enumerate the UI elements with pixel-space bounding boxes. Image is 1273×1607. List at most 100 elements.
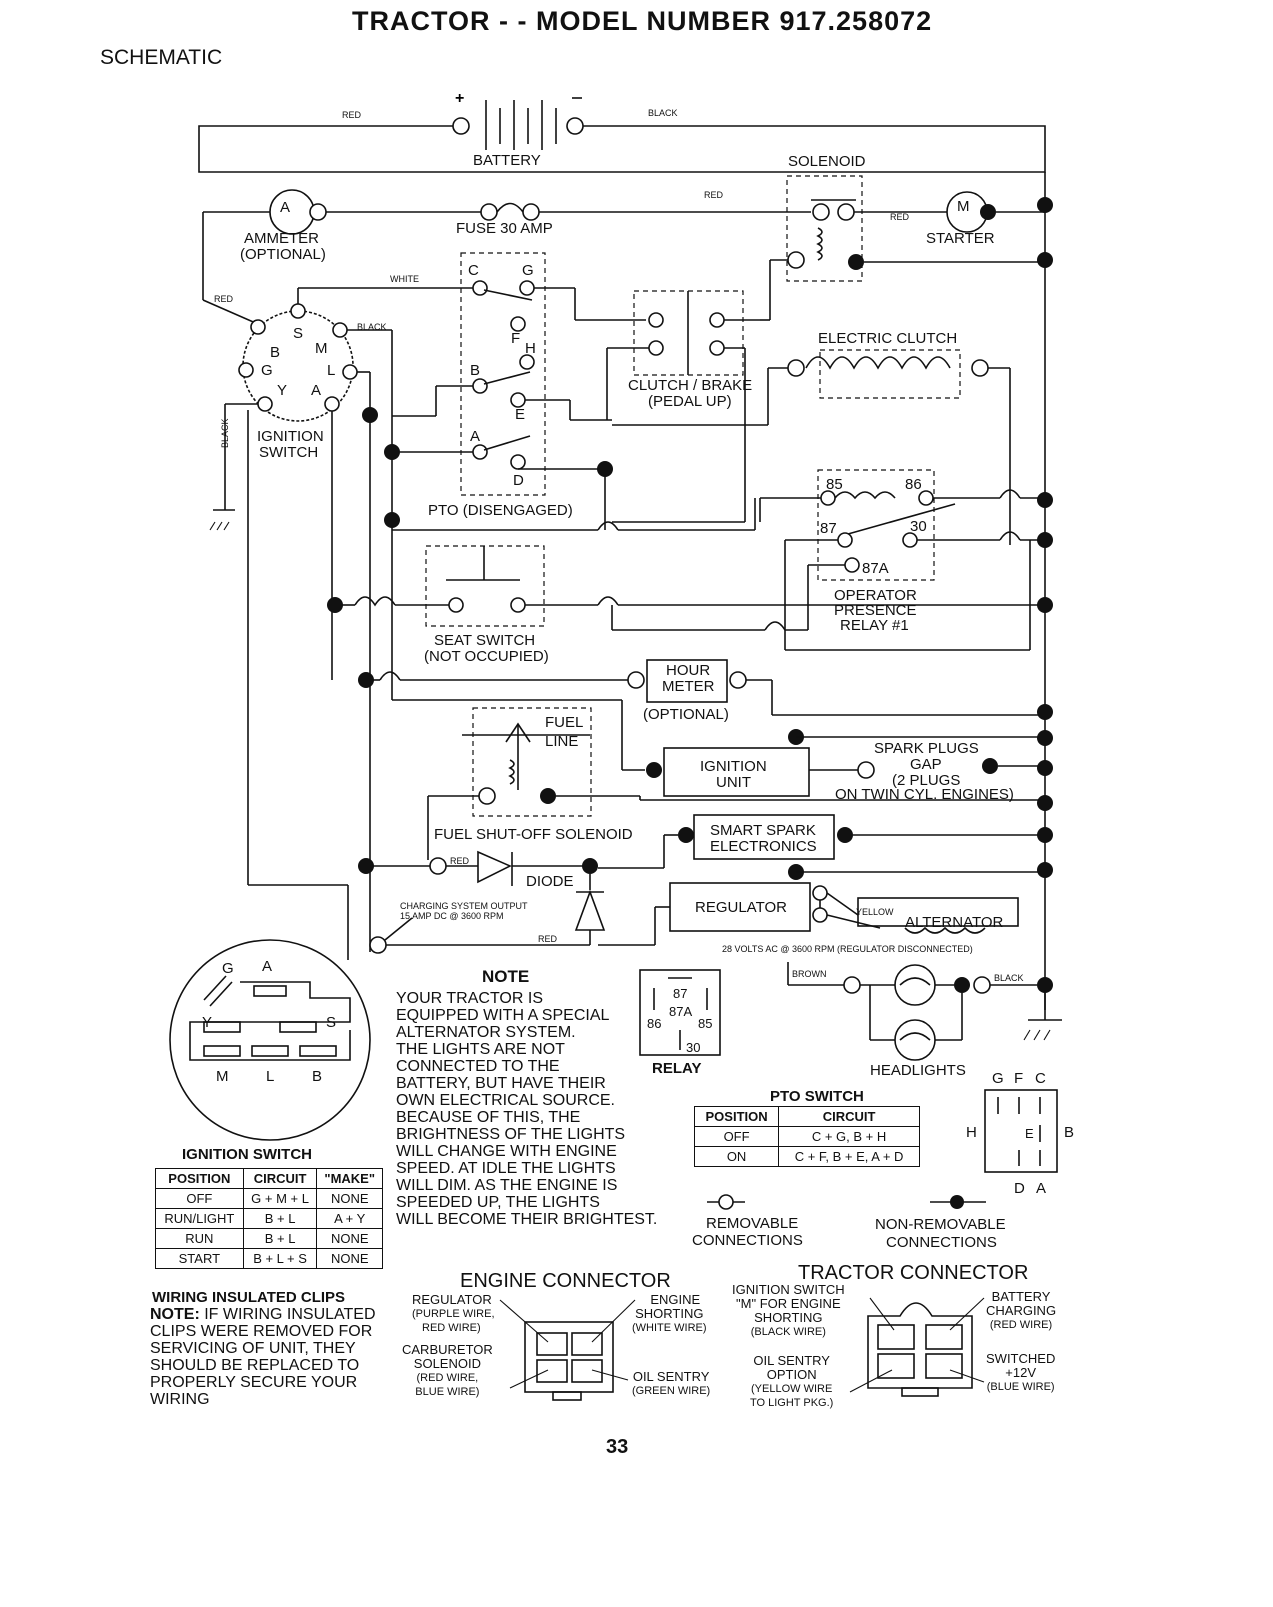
wire-label: RED: [214, 294, 234, 304]
regulator-label: REGULATOR: [695, 899, 787, 916]
pto-term-b: B: [470, 362, 481, 379]
table-cell: RUN: [155, 1228, 244, 1249]
table-cell: C + F, B + E, A + D: [778, 1146, 920, 1167]
tractor-oil-label: OIL SENTRY OPTION (YELLOW WIRE TO LIGHT …: [750, 1354, 833, 1410]
ignition-switch-face: [169, 939, 371, 1141]
op-relay-label: OPERATOR: [834, 587, 917, 604]
page-number: 33: [606, 1436, 629, 1458]
note-line: BRIGHTNESS OF THE LIGHTS: [396, 1126, 626, 1143]
engine-shorting-line: SHORTING: [635, 1306, 704, 1321]
removable-label: REMOVABLE: [706, 1215, 799, 1232]
ign-term-a: A: [311, 382, 322, 399]
page-title: TRACTOR - - MODEL NUMBER 917.258072: [352, 6, 933, 36]
tractor-oil-line: (YELLOW WIRE: [751, 1383, 833, 1395]
engine-oil-label: OIL SENTRY (GREEN WIRE): [632, 1370, 710, 1398]
engine-carb-line: SOLENOID: [413, 1356, 481, 1371]
tractor-connector-title: TRACTOR CONNECTOR: [798, 1262, 1029, 1284]
tractor-sw-line: SWITCHED: [986, 1351, 1056, 1366]
engine-oil-line: OIL SENTRY: [632, 1369, 710, 1384]
isf-term-s: S: [326, 1014, 337, 1031]
hour-meter-optional: (OPTIONAL): [643, 706, 729, 723]
wire-label: RED: [704, 190, 724, 200]
section-label: SCHEMATIC: [100, 46, 223, 69]
relay-legend-30: 30: [686, 1040, 701, 1055]
ptf-term-g: G: [992, 1070, 1004, 1087]
wire-label: RED: [890, 212, 910, 222]
ammeter-optional: (OPTIONAL): [240, 246, 326, 263]
relay-legend-title: RELAY: [652, 1060, 702, 1077]
table-row: RUN/LIGHT B + L A + Y: [155, 1208, 383, 1229]
clips-title: WIRING INSULATED CLIPS: [152, 1289, 346, 1306]
pto-switch-title: PTO SWITCH: [770, 1088, 864, 1105]
note-line: ALTERNATOR SYSTEM.: [396, 1024, 576, 1041]
battery-symbol: +: [452, 90, 584, 150]
ignition-unit-label: IGNITION: [700, 758, 767, 775]
ptf-term-a: A: [1036, 1180, 1047, 1197]
note-text: YOUR TRACTOR IS EQUIPPED WITH A SPECIAL …: [396, 990, 666, 1228]
wire-label: YELLOW: [856, 907, 894, 917]
ptf-term-e: E: [1025, 1126, 1034, 1141]
note-title: NOTE: [482, 967, 530, 986]
ignition-switch-label-2: SWITCH: [259, 444, 319, 461]
wire-label: BLACK: [357, 322, 387, 332]
table-header: POSITION: [155, 1168, 244, 1189]
pto-term-g: G: [522, 262, 534, 279]
ptf-term-c: C: [1035, 1070, 1046, 1087]
wire-label: BLACK: [994, 973, 1024, 983]
clips-note-line: SERVICING OF UNIT, THEY: [150, 1340, 356, 1357]
tractor-ignition-label: IGNITION SWITCH "M" FOR ENGINE SHORTING …: [732, 1283, 845, 1339]
engine-carb-line: BLUE WIRE): [415, 1386, 480, 1398]
alternator-label: ALTERNATOR: [905, 914, 1004, 931]
spark-plugs-note: ON TWIN CYL. ENGINES): [835, 786, 1014, 803]
relay-term-86: 86: [905, 476, 922, 493]
smart-spark-label: SMART SPARK: [710, 822, 816, 839]
tractor-bat-line: BATTERY: [991, 1289, 1051, 1304]
engine-carb-line: (RED WIRE,: [416, 1372, 479, 1384]
table-row: ON C + F, B + E, A + D: [693, 1146, 920, 1167]
engine-carburetor-label: CARBURETOR SOLENOID (RED WIRE, BLUE WIRE…: [402, 1343, 493, 1399]
charging-output-label-2: 15 AMP DC @ 3600 RPM: [400, 911, 504, 921]
wire-label: BLACK: [220, 418, 230, 448]
note-line: WILL CHANGE WITH ENGINE: [396, 1143, 617, 1160]
ign-term-s: S: [293, 325, 304, 342]
table-cell: A + Y: [316, 1208, 383, 1229]
engine-connector-symbol: [499, 1299, 636, 1401]
wire-label: BLACK: [648, 108, 678, 118]
ign-term-b: B: [270, 344, 281, 361]
hour-meter-label-2: METER: [662, 678, 715, 695]
table-header-row: POSITION CIRCUIT "MAKE": [155, 1168, 383, 1189]
alternator-volts: 28 VOLTS AC @ 3600 RPM (REGULATOR DISCON…: [722, 944, 973, 954]
engine-carb-line: CARBURETOR: [402, 1342, 493, 1357]
nonremovable-label: NON-REMOVABLE: [875, 1216, 1006, 1233]
ign-term-y: Y: [277, 382, 288, 399]
table-header: CIRCUIT: [778, 1106, 920, 1127]
engine-shorting-line: (WHITE WIRE): [632, 1322, 707, 1334]
table-row: START B + L + S NONE: [155, 1248, 383, 1269]
relay-legend-86: 86: [647, 1016, 662, 1031]
clips-note-line: SHOULD BE REPLACED TO: [150, 1357, 360, 1374]
tractor-oil-line: TO LIGHT PKG.): [750, 1397, 834, 1409]
table-cell: B + L: [242, 1228, 318, 1249]
battery-label: BATTERY: [473, 152, 541, 169]
ignition-unit-label-2: UNIT: [716, 774, 751, 791]
ign-term-l: L: [327, 362, 336, 379]
svg-text:+: +: [455, 90, 464, 107]
table-cell: OFF: [693, 1126, 780, 1147]
spark-plugs-label: SPARK PLUGS: [874, 740, 979, 757]
ign-term-m: M: [315, 340, 328, 357]
ammeter-symbol: A: [280, 199, 291, 216]
table-cell: RUN/LIGHT: [155, 1208, 244, 1229]
solenoid-label: SOLENOID: [788, 153, 866, 170]
note-line: OWN ELECTRICAL SOURCE.: [396, 1092, 615, 1109]
seat-switch-label-2: (NOT OCCUPIED): [424, 648, 549, 665]
pto-term-c: C: [468, 262, 479, 279]
isf-term-y: Y: [202, 1014, 213, 1031]
starter-symbol: M: [957, 198, 970, 215]
pto-term-h: H: [525, 340, 536, 357]
tractor-oil-line: OPTION: [766, 1367, 817, 1382]
table-row: OFF C + G, B + H: [693, 1126, 920, 1147]
relay-legend-symbol: [639, 969, 721, 1056]
ammeter-label: AMMETER: [244, 230, 319, 247]
diode-label: DIODE: [526, 873, 574, 890]
tractor-switched-label: SWITCHED +12V (BLUE WIRE): [986, 1352, 1055, 1394]
